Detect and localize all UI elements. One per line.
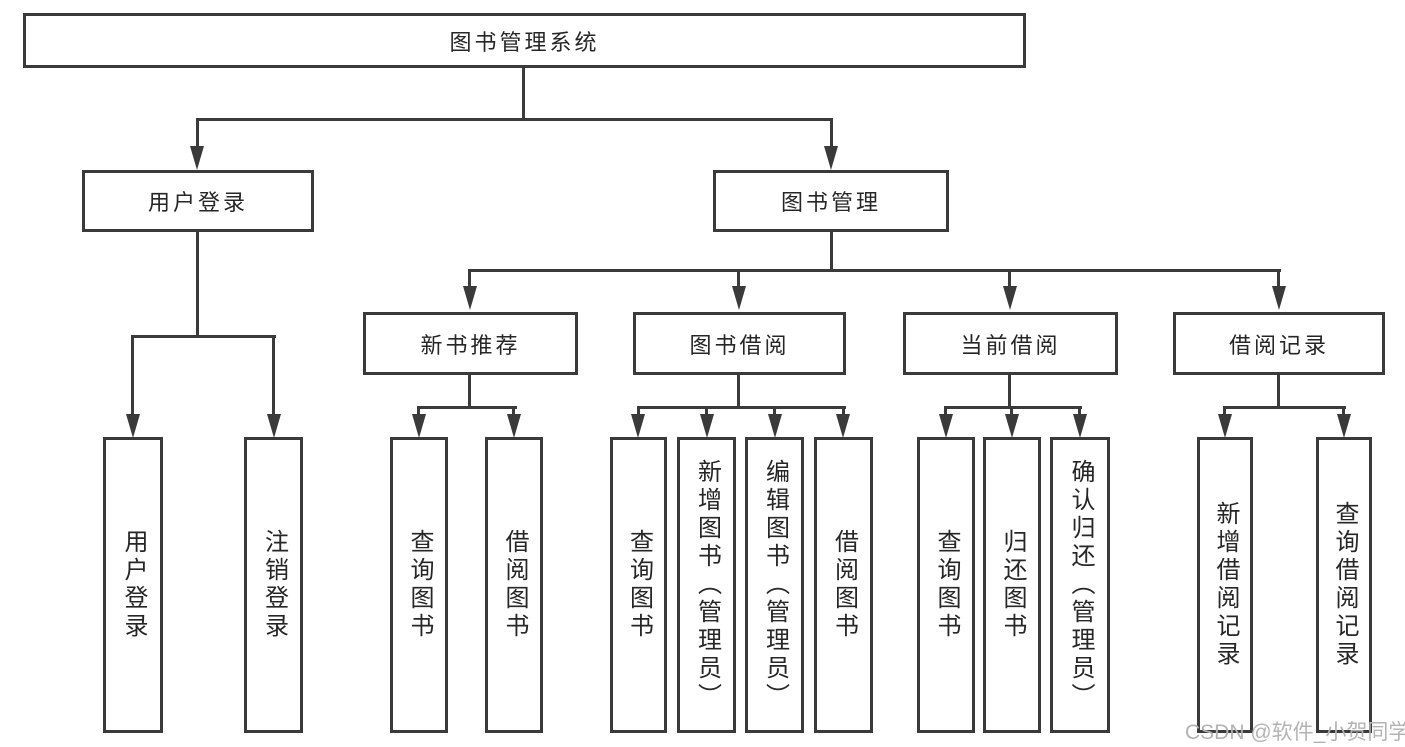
arrow-down-icon xyxy=(732,286,746,310)
connector-drop xyxy=(1010,406,1013,418)
connector-stub xyxy=(1277,375,1280,409)
arrow-down-icon xyxy=(1073,414,1087,438)
arrow-down-icon xyxy=(412,414,426,438)
connector-drop xyxy=(944,406,947,418)
node-label: 查询借阅记录 xyxy=(1331,501,1358,669)
connector-drop xyxy=(272,335,275,418)
arrow-down-icon xyxy=(507,414,521,438)
arrow-down-icon xyxy=(768,414,782,438)
arrow-down-icon xyxy=(939,414,953,438)
node-label: 图书管理系统 xyxy=(449,29,600,55)
node-user-login-branch: 用户登录 xyxy=(82,170,314,232)
node-add-books-admin: 新增图书（管理员） xyxy=(677,437,736,733)
arrow-down-icon xyxy=(126,414,140,438)
node-confirm-return-admin: 确认归还（管理员） xyxy=(1050,437,1110,733)
node-label: 用户登录 xyxy=(147,190,248,215)
connector-root-stub xyxy=(522,68,525,120)
node-label: 当前借阅 xyxy=(960,332,1061,358)
connector-rail xyxy=(944,406,1082,409)
node-current-borrowing: 当前借阅 xyxy=(903,312,1118,375)
node-book-management-branch: 图书管理 xyxy=(713,170,949,232)
connector-drop xyxy=(512,406,515,418)
connector-book-mgmt-stub xyxy=(830,232,833,272)
node-label: 图书借阅 xyxy=(689,332,790,358)
node-borrowing-records: 借阅记录 xyxy=(1173,312,1385,375)
arrow-down-icon xyxy=(267,414,281,438)
connector-drop xyxy=(1008,269,1011,289)
node-label: 查询图书 xyxy=(406,529,433,641)
node-add-borrow-record: 新增借阅记录 xyxy=(1197,437,1253,733)
node-borrow-books: 借阅图书 xyxy=(814,437,873,733)
arrow-down-icon xyxy=(824,146,838,170)
connector-drop xyxy=(468,269,471,289)
connector-drop xyxy=(417,406,420,418)
connector-level2-rail xyxy=(196,118,833,121)
connector-drop xyxy=(737,269,740,289)
node-return-books: 归还图书 xyxy=(983,437,1041,733)
arrow-down-icon xyxy=(1272,286,1286,310)
node-query-borrow-record: 查询借阅记录 xyxy=(1316,437,1372,733)
node-user-login: 用户登录 xyxy=(103,437,163,733)
arrow-down-icon xyxy=(1003,286,1017,310)
node-label: 注销登录 xyxy=(260,529,288,641)
node-label: 新增借阅记录 xyxy=(1212,501,1239,669)
node-edit-books-admin: 编辑图书（管理员） xyxy=(745,437,804,733)
connector-stub xyxy=(737,375,740,409)
node-label: 用户登录 xyxy=(120,529,147,641)
connector-drop xyxy=(1223,406,1226,418)
connector-drop-book-mgmt xyxy=(830,118,833,150)
connector-drop xyxy=(1078,406,1081,418)
arrow-down-icon xyxy=(631,414,645,438)
connector-drop xyxy=(705,406,708,418)
node-query-books-recommend: 查询图书 xyxy=(390,437,448,733)
connector-drop xyxy=(131,335,134,418)
connector-drop xyxy=(637,406,640,418)
node-label: 借阅图书 xyxy=(830,529,858,641)
connector-rail xyxy=(637,406,846,409)
node-label: 新书推荐 xyxy=(420,332,521,358)
arrow-down-icon xyxy=(1218,414,1232,438)
connector-rail xyxy=(417,406,517,409)
connector-rail xyxy=(1223,406,1346,409)
node-label: 确认归还（管理员） xyxy=(1067,459,1094,711)
arrow-down-icon xyxy=(700,414,714,438)
node-label: 归还图书 xyxy=(999,529,1026,641)
node-label: 编辑图书（管理员） xyxy=(761,459,789,711)
csdn-watermark: CSDN @软件_小贺同学 xyxy=(1185,721,1405,744)
connector-drop xyxy=(1342,406,1345,418)
node-query-books-current: 查询图书 xyxy=(917,437,975,733)
node-query-books-borrowing: 查询图书 xyxy=(610,437,667,733)
node-library-system: 图书管理系统 xyxy=(23,13,1026,68)
node-label: 图书管理 xyxy=(780,190,881,215)
arrow-down-icon xyxy=(1005,414,1019,438)
node-new-book-recommend: 新书推荐 xyxy=(363,312,578,375)
node-borrow-books-recommend: 借阅图书 xyxy=(485,437,543,733)
connector-drop xyxy=(1277,269,1280,289)
node-book-borrowing: 图书借阅 xyxy=(633,312,846,375)
arrow-down-icon xyxy=(190,146,204,170)
node-label: 查询图书 xyxy=(625,529,653,641)
connector-stub xyxy=(1008,375,1011,409)
arrow-down-icon xyxy=(463,286,477,310)
connector-level3-rail xyxy=(468,269,1281,272)
node-label: 查询图书 xyxy=(933,529,960,641)
connector-user-login-rail xyxy=(131,335,276,338)
node-label: 新增图书（管理员） xyxy=(693,459,721,711)
arrow-down-icon xyxy=(1337,414,1351,438)
node-label: 借阅记录 xyxy=(1228,332,1329,358)
connector-drop-user-login xyxy=(196,118,199,150)
node-label: 借阅图书 xyxy=(501,529,528,641)
connector-drop xyxy=(773,406,776,418)
connector-drop xyxy=(842,406,845,418)
node-logout: 注销登录 xyxy=(244,437,303,733)
connector-stub xyxy=(468,375,471,409)
connector-user-login-stub xyxy=(196,232,199,338)
arrow-down-icon xyxy=(836,414,850,438)
